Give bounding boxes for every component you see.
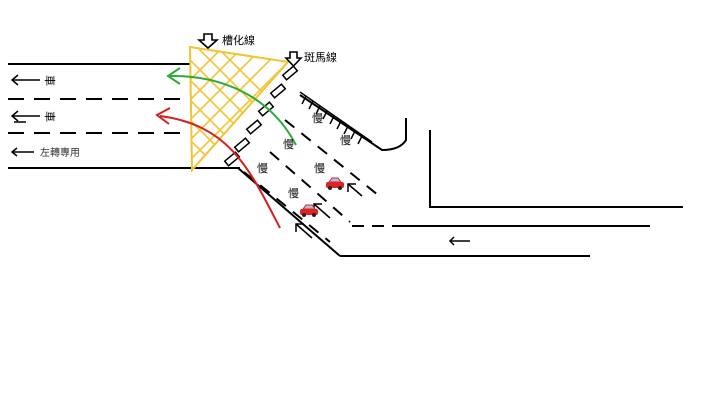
road-edges bbox=[8, 63, 683, 257]
road-edge-lower-diagonal bbox=[237, 167, 341, 257]
lane-text-1: 車 bbox=[43, 75, 57, 86]
lane-dash-diag-1 bbox=[269, 151, 351, 223]
slow-text-6: 慢 bbox=[340, 134, 351, 147]
red-turn-arrow bbox=[159, 115, 281, 229]
lane-dash-diag-2 bbox=[243, 171, 331, 243]
down-arrow-icon bbox=[284, 51, 303, 68]
crosswalk-label: 斑馬線 bbox=[304, 50, 337, 64]
red-arrowhead bbox=[155, 107, 171, 125]
slow-markings: 慢 慢 慢 慢 慢 慢 bbox=[257, 112, 351, 200]
left-arrow-icon bbox=[10, 110, 40, 123]
road-edge-upper-diagonal bbox=[299, 94, 407, 152]
left-arrow-icon bbox=[10, 147, 34, 157]
stop-line bbox=[299, 91, 373, 143]
left-lane-arrows bbox=[10, 74, 40, 157]
slow-text-2: 慢 bbox=[283, 138, 294, 151]
channelization-label: 槽化線 bbox=[222, 33, 255, 47]
green-arrowhead bbox=[166, 67, 181, 85]
slow-text-3: 慢 bbox=[288, 187, 299, 200]
down-arrow-icon bbox=[196, 33, 220, 50]
slow-text-4: 慢 bbox=[314, 162, 325, 175]
right-lane-lines bbox=[243, 119, 650, 243]
left-arrow-icon bbox=[448, 236, 470, 246]
bus-lane-text: 左轉專用 bbox=[40, 146, 80, 159]
up-left-arrow-icon bbox=[295, 223, 313, 239]
left-lane-dashes bbox=[8, 98, 190, 134]
slow-text-5: 慢 bbox=[312, 112, 323, 125]
crosswalk bbox=[223, 65, 299, 167]
left-arrow-icon bbox=[10, 74, 40, 86]
lane-text-2: 車 bbox=[43, 111, 57, 122]
car-icon bbox=[326, 177, 344, 190]
side-road-edge bbox=[429, 130, 683, 208]
slow-text-1: 慢 bbox=[257, 162, 268, 175]
up-left-arrow-icon bbox=[347, 183, 363, 197]
diagonal-lane-arrows bbox=[295, 183, 470, 246]
green-turn-arrow bbox=[169, 74, 297, 146]
car-icon bbox=[300, 204, 318, 217]
stop-line-ticks bbox=[299, 91, 373, 145]
